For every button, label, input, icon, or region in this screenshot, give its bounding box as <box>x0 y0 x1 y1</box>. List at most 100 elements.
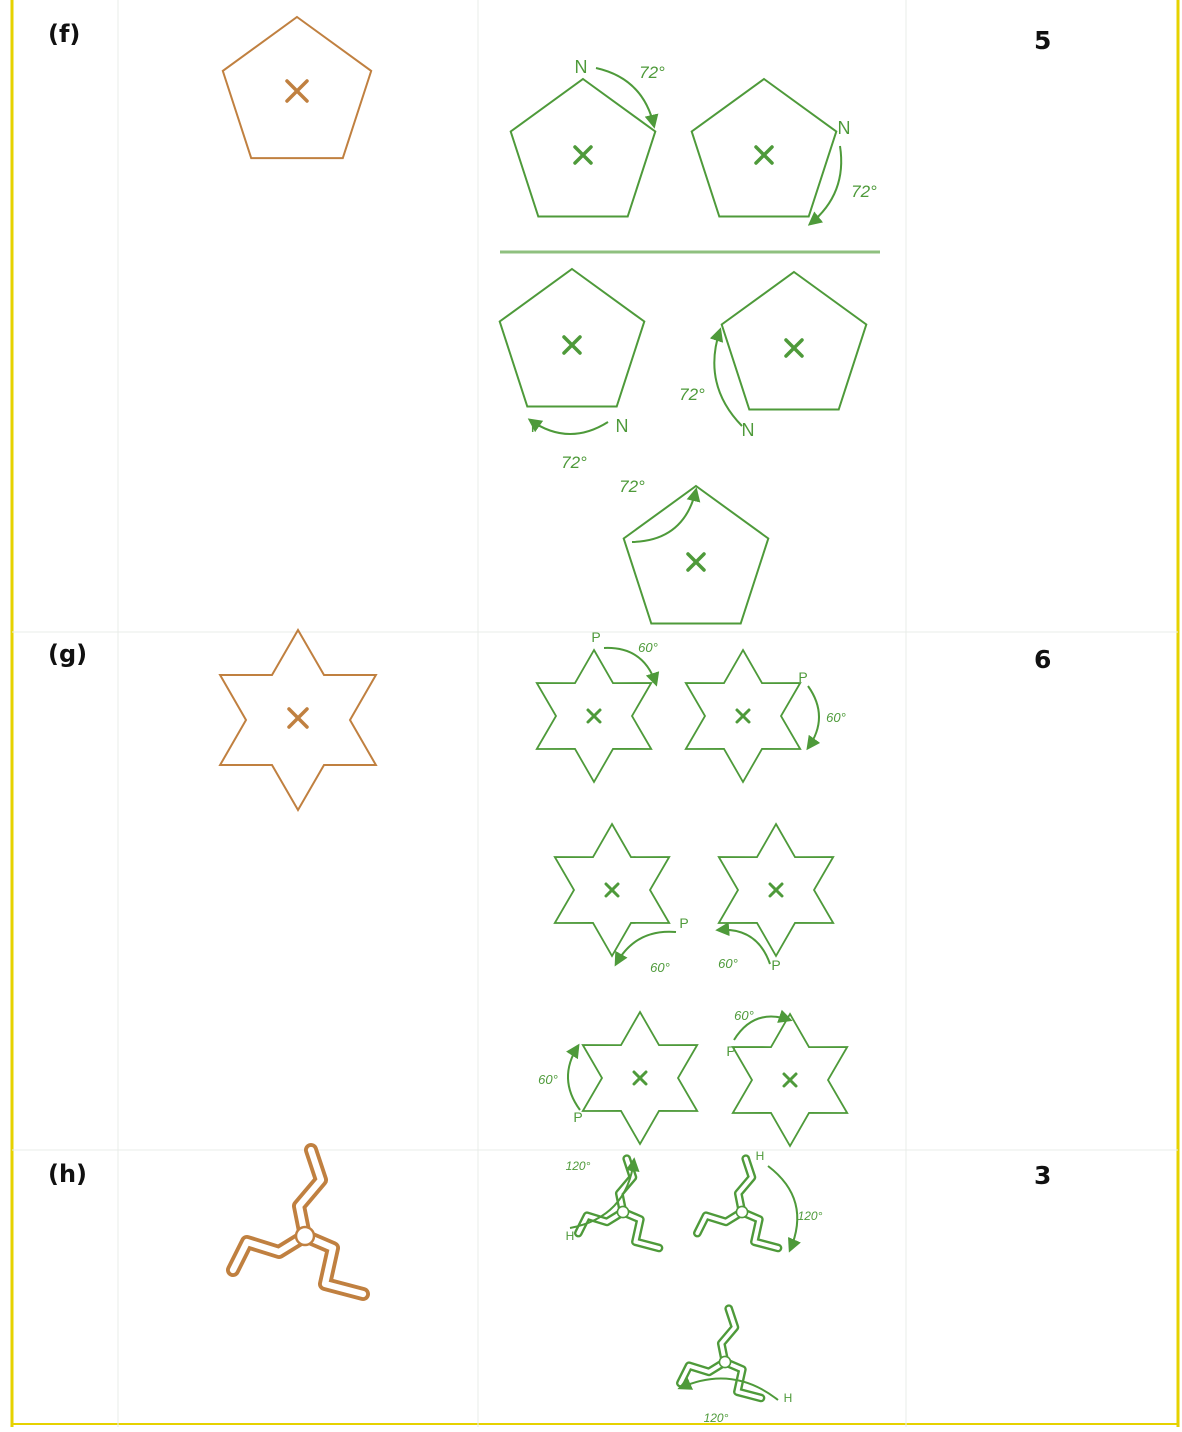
vertex-label-P: P <box>726 1043 735 1059</box>
angle-label-5: 72° <box>619 477 645 496</box>
triskelion-leg-inner <box>736 1156 754 1214</box>
center-mark-stroke <box>562 335 582 355</box>
rotation-arrow-3 <box>527 418 609 435</box>
triskelion-leg-inner <box>295 1146 325 1240</box>
pentagon-step-1-center-icon <box>573 145 593 165</box>
angle-label-8: 60° <box>650 960 670 975</box>
figure-triskelion <box>226 1143 370 1301</box>
rotation-arrow-7 <box>806 685 821 751</box>
figure-star <box>218 628 378 812</box>
vertex-label-N: N <box>838 118 851 138</box>
rotation-arrow-13 <box>767 1165 801 1253</box>
order-f: 5 <box>1034 26 1052 55</box>
star-step-6-center-icon <box>782 1072 798 1088</box>
center-mark-stroke <box>784 338 804 358</box>
center-mark-stroke <box>735 708 751 724</box>
triskelion-leg-inner <box>678 1360 727 1386</box>
star-step-5-center-icon <box>632 1070 648 1086</box>
vertex-label-P: P <box>798 669 807 685</box>
angle-label-14: 120° <box>704 1411 729 1425</box>
vertex-label-N: N <box>575 57 588 77</box>
triskelion-leg-inner <box>695 1210 744 1236</box>
pentagon-step-2 <box>690 77 838 218</box>
angle-label-9: 60° <box>718 956 738 971</box>
triskelion-hub <box>294 1225 316 1247</box>
vertex-label-H: H <box>566 1229 575 1243</box>
pentagon-step-2-center-icon <box>754 145 774 165</box>
angle-label-7: 60° <box>826 710 846 725</box>
triskelion-hub <box>616 1205 630 1219</box>
rotation-arrow-14 <box>677 1377 779 1401</box>
triskelion-leg-inner <box>719 1306 737 1364</box>
vertex-label-N: N <box>742 420 755 440</box>
angle-label-10: 60° <box>538 1072 558 1087</box>
vertex-label-P: P <box>771 957 780 973</box>
center-mark-stroke <box>586 708 602 724</box>
vertex-label-P: P <box>573 1109 582 1125</box>
row-label-g: (g) <box>48 640 88 668</box>
angle-label-3: 72° <box>561 453 587 472</box>
star-step-2 <box>684 648 802 784</box>
triskelion-leg-inner <box>229 1232 309 1274</box>
rotation-arrow-1 <box>595 67 659 129</box>
vertex-label-H: H <box>756 1149 765 1163</box>
rotation-arrow-9 <box>715 922 771 965</box>
pentagon-step-3 <box>498 267 646 408</box>
angle-label-13: 120° <box>798 1209 823 1223</box>
center-mark-stroke <box>604 882 620 898</box>
order-h: 3 <box>1034 1161 1052 1190</box>
vertex-label-P: P <box>591 629 600 645</box>
figure-star-center-icon <box>287 707 309 729</box>
star-step-5 <box>581 1010 699 1146</box>
center-mark-stroke <box>287 707 309 729</box>
rotation-arrow-12 <box>569 1157 640 1229</box>
figure-pentagon <box>221 15 373 160</box>
triskelion-step-3 <box>676 1304 766 1403</box>
rotation-arrow-8 <box>614 930 677 967</box>
angle-label-2: 72° <box>851 182 877 201</box>
star-step-1-center-icon <box>586 708 602 724</box>
vertex-label-N: N <box>616 416 629 436</box>
star-step-3 <box>553 822 671 958</box>
star-step-6 <box>731 1012 849 1148</box>
triskelion-leg-inner <box>621 1210 661 1250</box>
center-mark-stroke <box>754 145 774 165</box>
triskelion-hub <box>718 1355 732 1369</box>
star-step-4-center-icon <box>768 882 784 898</box>
angle-label-11: 60° <box>734 1008 754 1023</box>
angle-label-4: 72° <box>679 385 705 404</box>
center-mark-stroke <box>632 1070 648 1086</box>
rotation-arrow-11 <box>733 1009 793 1041</box>
triskelion-step-1 <box>574 1154 664 1253</box>
star-step-2-center-icon <box>735 708 751 724</box>
center-mark-stroke <box>768 882 784 898</box>
center-mark-stroke <box>686 552 706 572</box>
rotation-arrow-5 <box>631 487 701 543</box>
center-mark-stroke <box>285 79 309 103</box>
vertex-label-H: H <box>784 1391 793 1405</box>
triskelion-hub <box>735 1205 749 1219</box>
angle-label-1: 72° <box>639 63 665 82</box>
pentagon-step-4-center-icon <box>784 338 804 358</box>
star-step-3-center-icon <box>604 882 620 898</box>
row-label-f: (f) <box>48 20 81 48</box>
triskelion-leg-inner <box>301 1232 367 1298</box>
pentagon-step-4 <box>720 270 868 411</box>
angle-label-12: 120° <box>566 1159 591 1173</box>
center-mark-stroke <box>782 1072 798 1088</box>
star-step-4 <box>717 822 835 958</box>
vertex-label-P: P <box>679 915 688 931</box>
rotation-arrow-10 <box>566 1043 581 1111</box>
pentagon-step-5-center-icon <box>686 552 706 572</box>
rotation-arrow-2 <box>807 145 843 226</box>
pentagon-step-1 <box>509 77 657 218</box>
figure-pentagon-center-icon <box>285 79 309 103</box>
angle-label-6: 60° <box>638 640 658 655</box>
row-label-h: (h) <box>48 1160 88 1188</box>
pentagon-step-5 <box>622 484 770 625</box>
rotation-arrow-4 <box>709 327 743 427</box>
triskelion-step-2 <box>693 1154 783 1253</box>
center-mark-stroke <box>573 145 593 165</box>
